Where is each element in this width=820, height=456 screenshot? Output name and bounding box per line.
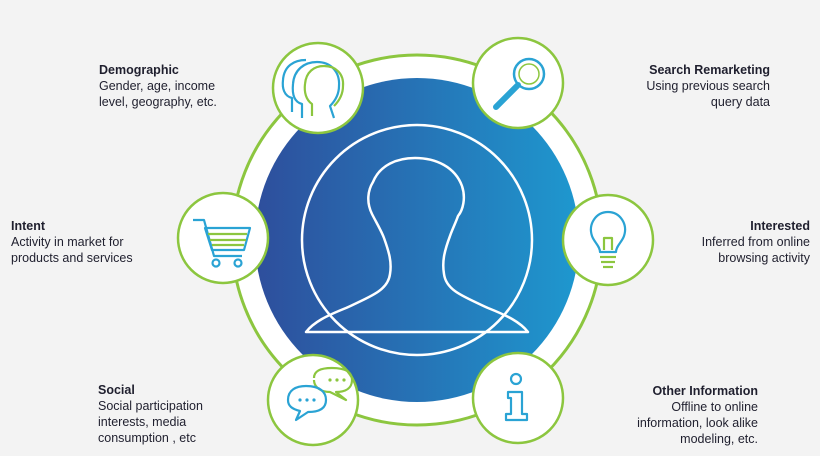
label-social-line-2: interests, media [98,415,187,429]
label-intent: Intent Activity in market for products a… [11,218,133,266]
node-demographic [271,41,365,135]
label-interested-line-1: Inferred from online [701,235,810,249]
label-social-title: Social [98,383,135,397]
label-intent-line-2: products and services [11,251,133,265]
label-interested-title: Interested [750,219,810,233]
label-intent-title: Intent [11,219,46,233]
label-social-line-1: Social participation [98,399,203,413]
magnifier-icon [493,57,546,110]
label-demographic-line-2: level, geography, etc. [99,95,217,109]
label-other-line-3: modeling, etc. [680,432,758,446]
node-intent [176,191,270,285]
chat-bubbles-icon [286,366,354,422]
label-demographic-title: Demographic [99,63,179,77]
label-search-line-1: Using previous search [646,79,770,93]
label-interested-line-2: browsing activity [718,251,810,265]
label-search-title: Search Remarketing [649,63,770,77]
inner-outline-circle [300,123,534,357]
shopping-cart-icon [193,218,252,268]
two-heads-icon [281,58,345,119]
label-intent-line-1: Activity in market for [11,235,124,249]
node-interested [561,193,655,287]
label-search: Search Remarketing Using previous search… [646,62,770,110]
label-demographic-line-1: Gender, age, income [99,79,216,93]
label-other-line-2: information, look alike [637,416,758,430]
label-demographic: Demographic Gender, age, income level, g… [99,62,217,110]
person-silhouette-icon [304,156,530,334]
label-interested: Interested Inferred from online browsing… [702,218,810,266]
node-search [471,36,565,130]
node-social [266,353,360,447]
label-social-line-3: consumption , etc [98,431,196,445]
label-other-title: Other Information [652,384,758,398]
label-other-line-1: Offline to online [671,400,758,414]
label-other: Other Information Offline to online info… [637,383,758,447]
label-social: Social Social participation interests, m… [98,382,203,446]
label-search-line-2: query data [710,95,770,109]
info-icon [504,372,529,422]
light-bulb-icon [589,210,627,269]
node-other [471,351,565,445]
